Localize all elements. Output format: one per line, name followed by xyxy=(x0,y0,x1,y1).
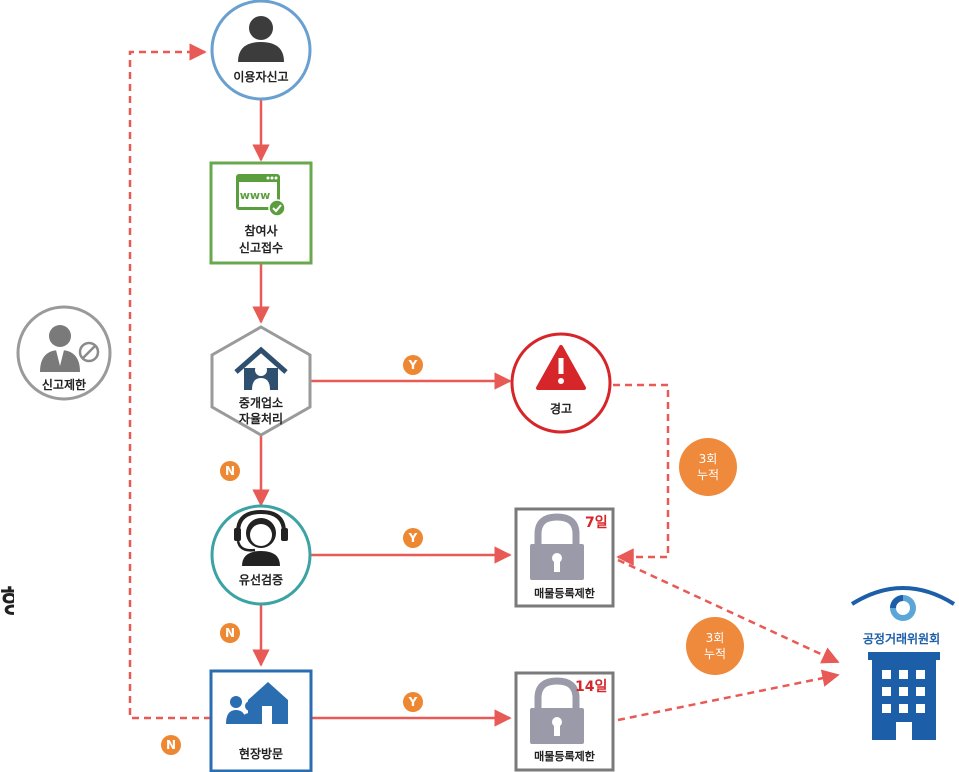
agency-process-label-line1: 중개업소 xyxy=(238,396,284,410)
no-badge-visit: N xyxy=(161,735,181,755)
arrow-warning-to-lock7 xyxy=(613,383,670,566)
dashed-arrows xyxy=(128,43,840,722)
warning-node xyxy=(510,332,612,434)
partial-title-glyph: 항 xyxy=(0,585,14,620)
phone-verify-node xyxy=(210,504,312,606)
building-icon xyxy=(868,652,940,740)
member-receipt-label-line1: 참여사 xyxy=(244,224,278,238)
listing-block-14-node xyxy=(514,671,615,772)
listing-block-14-days: 14일 xyxy=(575,679,608,695)
people-house-icon xyxy=(226,682,288,724)
warning-label: 경고 xyxy=(549,402,573,416)
yes-badge-phone: Y xyxy=(403,528,423,548)
user-report-label: 이용자신고 xyxy=(233,70,289,84)
arrow-lock7-to-ftc xyxy=(617,558,840,664)
listing-block-14-label: 매물등록제한 xyxy=(534,750,595,763)
listing-block-7-label: 매물등록제한 xyxy=(534,587,595,600)
listing-block-7-node xyxy=(514,507,615,608)
person-icon xyxy=(238,16,284,62)
user-report-node xyxy=(210,0,312,101)
accumulation-count: 3회 xyxy=(705,631,725,645)
no-badge-agency: N xyxy=(220,461,240,481)
agency-process-node xyxy=(210,325,312,437)
user-blocked-icon xyxy=(40,325,100,372)
accumulation-badge-warning: 3회 누적 xyxy=(679,438,737,496)
site-visit-node xyxy=(209,669,313,772)
ftc-label: 공정거래위원회 xyxy=(862,632,941,646)
phone-verify-label: 유선검증 xyxy=(238,573,284,587)
www-check-icon: www xyxy=(236,174,286,217)
yes-badge-visit: Y xyxy=(403,692,423,712)
svg-text:www: www xyxy=(240,189,271,202)
member-receipt-node: www xyxy=(209,161,313,265)
accumulation-count: 3회 xyxy=(698,452,718,466)
arrow-visit-n-back-to-report xyxy=(128,43,211,720)
listing-block-7-days: 7일 xyxy=(585,515,608,531)
ftc-node xyxy=(850,586,956,740)
accumulation-badge-lock: 3회 누적 xyxy=(686,617,744,675)
site-visit-label: 현장방문 xyxy=(238,747,284,761)
padlock-icon xyxy=(530,677,584,744)
main-flow-arrows xyxy=(252,99,512,727)
yes-badge-agency: Y xyxy=(403,355,423,375)
arrow-lock14-to-ftc xyxy=(617,669,840,722)
no-badge-phone: N xyxy=(220,623,240,643)
report-limit-label: 신고제한 xyxy=(41,378,87,392)
house-agent-icon xyxy=(234,346,288,390)
report-limit-node xyxy=(16,305,112,401)
member-receipt-label-line2: 신고접수 xyxy=(238,241,284,255)
agency-process-label-line2: 자율처리 xyxy=(238,412,284,426)
accumulation-word: 누적 xyxy=(703,647,727,661)
headset-operator-icon xyxy=(234,509,288,566)
warning-icon xyxy=(536,345,586,390)
padlock-icon xyxy=(530,513,584,580)
ftc-logo-icon xyxy=(850,586,956,621)
accumulation-word: 누적 xyxy=(696,468,720,482)
